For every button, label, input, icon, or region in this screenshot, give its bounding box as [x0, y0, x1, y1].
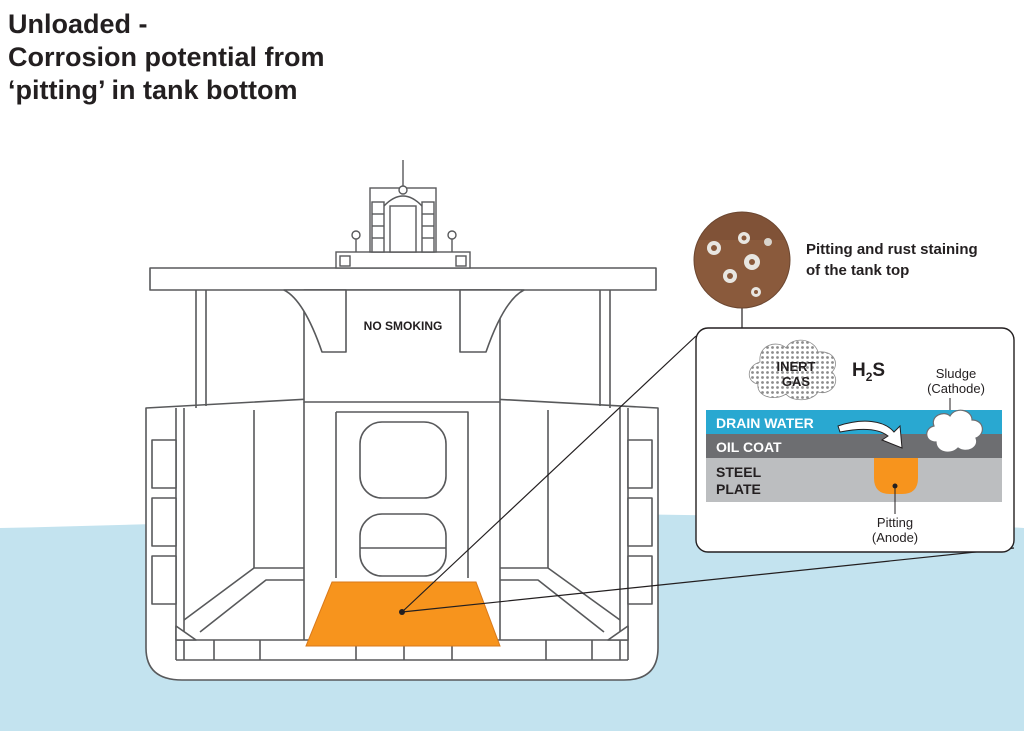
title-line-3: ‘pitting’ in tank bottom	[8, 75, 298, 105]
lower-hatch	[359, 513, 447, 577]
drain-water-label: DRAIN WATER	[716, 415, 814, 431]
sludge-label-line2: (Cathode)	[927, 381, 985, 396]
inert-gas-label-line2: GAS	[782, 374, 811, 389]
pitting-photo	[693, 211, 791, 309]
deck-machinery	[335, 160, 471, 269]
sludge-label-line1: Sludge	[936, 366, 976, 381]
title-line-1: Unloaded -	[8, 9, 148, 39]
leader-line-lower	[401, 547, 1015, 613]
steel-plate-layer	[706, 458, 1002, 502]
sludge-blob	[926, 409, 983, 453]
inert-gas-label-line1: INERT	[777, 359, 816, 374]
pitting-label-line2: (Anode)	[872, 530, 918, 545]
leader-line-upper	[401, 335, 697, 613]
pitting-anode	[874, 458, 918, 494]
pitting-label-line1: Pitting	[877, 515, 913, 530]
ship-cross-section	[145, 267, 659, 681]
upper-hatch	[359, 421, 447, 499]
oil-coat-label: OIL COAT	[716, 439, 782, 455]
photo-caption-line2: of the tank top	[806, 262, 909, 279]
steel-plate-label-line1: STEEL	[716, 464, 762, 480]
title-line-2: Corrosion potential from	[8, 42, 325, 72]
left-bracket	[283, 289, 347, 353]
right-bracket	[459, 289, 525, 353]
flow-arrow	[837, 420, 903, 449]
diagram-title: Unloaded - Corrosion potential from ‘pit…	[8, 8, 325, 107]
no-smoking-sign: NO SMOKING	[364, 319, 443, 333]
photo-caption-line1: Pitting and rust staining	[806, 241, 978, 258]
inert-gas-cloud	[748, 339, 837, 401]
h2s-label: H2S	[852, 360, 885, 384]
ship-deck	[149, 267, 657, 291]
steel-plate-label-line2: PLATE	[716, 481, 761, 497]
